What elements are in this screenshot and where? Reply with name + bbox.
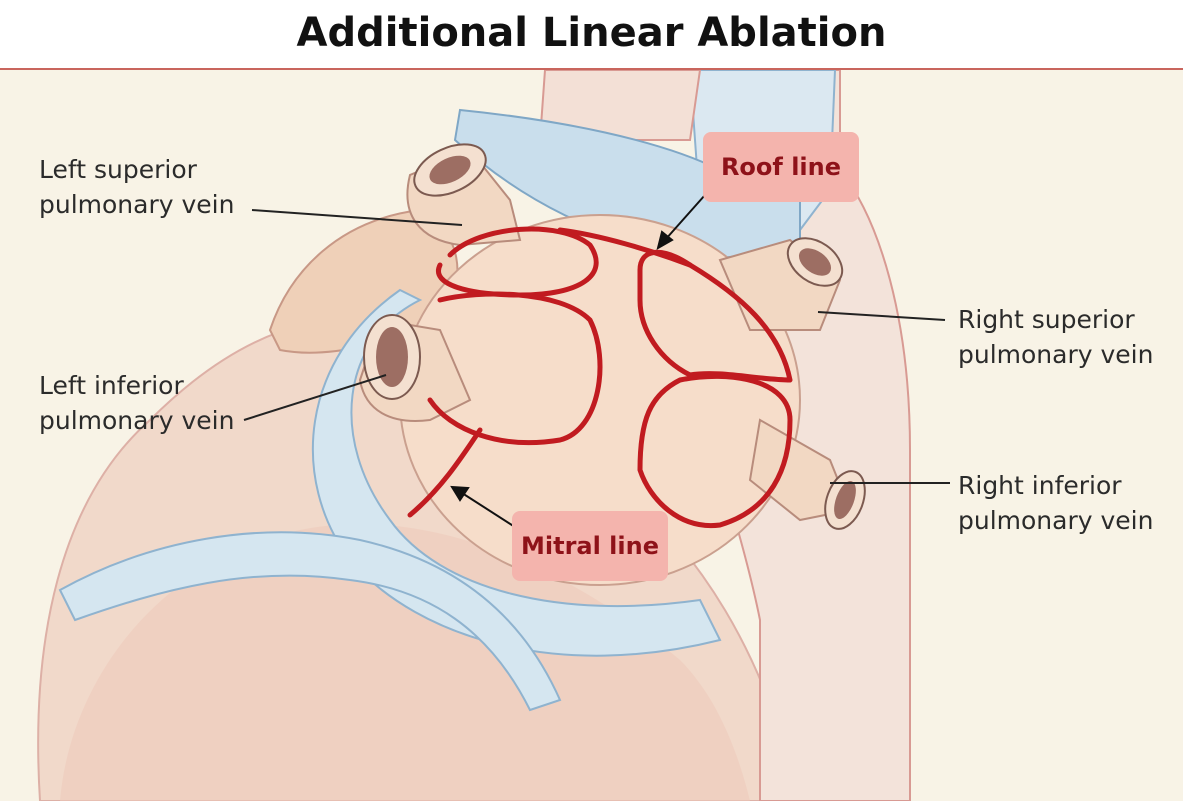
leader-left-inferior xyxy=(243,374,387,421)
roof-line-callout: Roof line xyxy=(703,132,859,202)
upper-artery xyxy=(538,70,702,141)
leader-left-superior xyxy=(251,209,463,226)
arrows xyxy=(450,194,706,528)
mitral-line xyxy=(407,427,483,518)
title-bar: Additional Linear Ablation xyxy=(0,0,1183,70)
left-lower-ring xyxy=(427,291,603,446)
label-right-superior-line2: pulmonary vein xyxy=(958,340,1154,369)
label-left-superior-pv: Left superior pulmonary vein xyxy=(39,152,234,222)
label-left-superior-line1: Left superior xyxy=(39,155,197,184)
label-left-inferior-pv: Left inferior pulmonary vein xyxy=(39,368,234,438)
roof-arrow-head xyxy=(656,230,674,251)
roof-line xyxy=(557,227,693,268)
lower-vein xyxy=(58,531,562,712)
label-right-superior-line1: Right superior xyxy=(958,305,1135,334)
right-inferior-pv-tube xyxy=(748,418,866,530)
heart-lower-shade xyxy=(60,523,750,801)
label-right-superior-pv: Right superior pulmonary vein xyxy=(958,302,1153,372)
left-upper-ring xyxy=(436,226,599,298)
label-right-inferior-line1: Right inferior xyxy=(958,471,1122,500)
mitral-arrow-line xyxy=(461,492,516,528)
leader-right-superior xyxy=(817,311,946,321)
left-superior-pv-tube xyxy=(406,143,522,247)
label-right-inferior-pv: Right inferior pulmonary vein xyxy=(958,468,1153,538)
heart-illustration xyxy=(0,70,1183,801)
label-right-inferior-line2: pulmonary vein xyxy=(958,506,1154,535)
roof-arrow-line xyxy=(664,194,706,241)
label-left-inferior-line2: pulmonary vein xyxy=(39,406,235,435)
leader-lines xyxy=(243,209,950,484)
label-left-superior-line2: pulmonary vein xyxy=(39,190,235,219)
mitral-line-callout: Mitral line xyxy=(512,511,668,581)
label-left-inferior-line1: Left inferior xyxy=(39,371,184,400)
ablation-lines xyxy=(407,226,793,529)
right-lower-ring xyxy=(637,373,793,529)
page-title: Additional Linear Ablation xyxy=(296,10,887,56)
mitral-arrow-head xyxy=(450,485,470,502)
